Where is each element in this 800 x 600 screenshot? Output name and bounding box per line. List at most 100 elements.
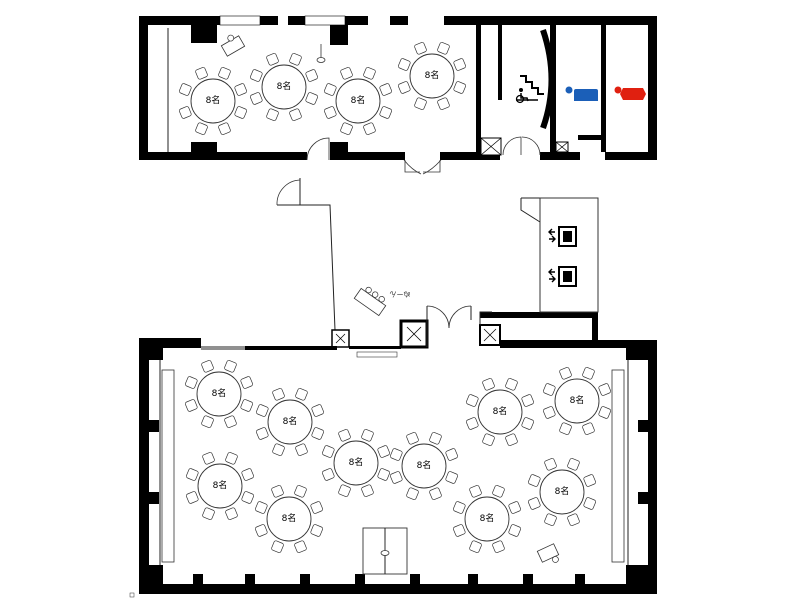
chair xyxy=(453,501,466,514)
chair xyxy=(469,540,482,553)
chair xyxy=(218,67,231,80)
chair xyxy=(492,540,505,553)
table-seat-label: 8名 xyxy=(351,94,366,106)
chair xyxy=(583,474,596,487)
chair xyxy=(379,83,392,96)
chair xyxy=(567,513,580,526)
chair xyxy=(406,487,419,500)
chair xyxy=(505,433,518,446)
chair xyxy=(544,513,557,526)
chair xyxy=(266,53,279,66)
table-top xyxy=(196,371,242,417)
table-top xyxy=(197,463,243,509)
round-table: 8名 xyxy=(250,53,318,121)
round-table: 8名 xyxy=(466,378,534,446)
table-seat-label: 8名 xyxy=(282,512,297,524)
chair xyxy=(544,458,557,471)
woman-restroom-icon xyxy=(614,86,646,100)
table-top xyxy=(190,78,236,124)
chair xyxy=(377,468,390,481)
chair xyxy=(543,406,556,419)
accessible-restroom xyxy=(515,75,544,104)
table-seat-label: 8名 xyxy=(480,512,495,524)
chair xyxy=(445,471,458,484)
table-top xyxy=(477,389,523,435)
chair xyxy=(234,106,247,119)
chair xyxy=(363,122,376,135)
chair xyxy=(289,108,302,121)
chair xyxy=(310,524,323,537)
chair xyxy=(437,42,450,55)
table-seat-label: 8名 xyxy=(570,394,585,406)
chair xyxy=(179,83,192,96)
chair xyxy=(598,406,611,419)
chair xyxy=(340,67,353,80)
chair xyxy=(505,378,518,391)
chair xyxy=(559,367,572,380)
chair xyxy=(255,524,268,537)
chair xyxy=(559,422,572,435)
chair xyxy=(437,97,450,110)
desk-with-chair xyxy=(220,34,246,57)
chair xyxy=(272,388,285,401)
reception-desk xyxy=(353,286,387,317)
chair xyxy=(255,501,268,514)
chair xyxy=(361,484,374,497)
chair xyxy=(521,394,534,407)
chair xyxy=(583,497,596,510)
chair xyxy=(324,106,337,119)
chair xyxy=(453,58,466,71)
chair xyxy=(202,507,215,520)
chair xyxy=(256,404,269,417)
chair xyxy=(340,122,353,135)
lower-room xyxy=(129,338,657,598)
chair xyxy=(185,376,198,389)
chair xyxy=(492,485,505,498)
chair xyxy=(377,445,390,458)
chair xyxy=(469,485,482,498)
round-table: 8名 xyxy=(322,429,390,497)
round-table: 8名 xyxy=(179,67,247,135)
chair xyxy=(398,58,411,71)
chair xyxy=(338,429,351,442)
round-table: 8名 xyxy=(185,360,253,428)
chair xyxy=(338,484,351,497)
chair xyxy=(582,422,595,435)
round-table: 8名 xyxy=(390,432,458,500)
chair xyxy=(240,376,253,389)
chair xyxy=(453,524,466,537)
chair xyxy=(224,360,237,373)
table-top xyxy=(409,53,455,99)
round-table: 8名 xyxy=(324,67,392,135)
elevator-icon xyxy=(548,266,577,287)
table-top xyxy=(539,469,585,515)
elevator-icon xyxy=(548,226,577,247)
chair xyxy=(271,485,284,498)
table-seat-label: 8名 xyxy=(206,94,221,106)
chair xyxy=(466,417,479,430)
chair xyxy=(201,360,214,373)
chair xyxy=(398,81,411,94)
chair xyxy=(241,468,254,481)
chair xyxy=(225,507,238,520)
table-seat-label: 8名 xyxy=(283,415,298,427)
table-seat-label: 8名 xyxy=(213,479,228,491)
chair xyxy=(250,69,263,82)
chair xyxy=(324,83,337,96)
bench xyxy=(356,351,398,358)
chair xyxy=(528,474,541,487)
chair xyxy=(271,540,284,553)
chair xyxy=(256,427,269,440)
chair xyxy=(482,378,495,391)
chair xyxy=(289,53,302,66)
chair xyxy=(466,394,479,407)
chair xyxy=(305,69,318,82)
table-seat-label: 8名 xyxy=(417,459,432,471)
chair xyxy=(429,487,442,500)
round-table: 8名 xyxy=(255,485,323,553)
chair xyxy=(179,106,192,119)
chair xyxy=(185,399,198,412)
chair xyxy=(379,106,392,119)
